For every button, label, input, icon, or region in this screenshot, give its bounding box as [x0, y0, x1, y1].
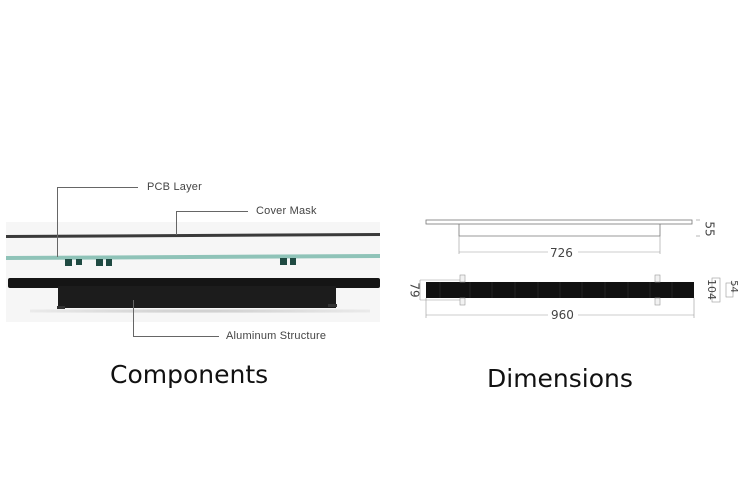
dim-height-small: 54	[727, 280, 739, 293]
pcb-chip	[290, 258, 296, 265]
aluminum-foot-right	[328, 304, 337, 307]
components-caption: Components	[110, 360, 269, 389]
aluminum-structure-label: Aluminum Structure	[226, 330, 327, 342]
dim-height-right: 104	[705, 279, 718, 300]
cover-mask-label: Cover Mask	[256, 205, 317, 217]
aluminum-shadow	[30, 309, 370, 313]
aluminum-body	[58, 286, 336, 308]
aluminum-callout-line-h	[133, 336, 219, 337]
cover-mask-callout-line-v	[176, 211, 177, 235]
aluminum-foot-left	[57, 306, 65, 309]
side-view-drawing	[419, 219, 734, 318]
pcb-chip	[106, 259, 112, 266]
cover-mask-callout-line-h	[176, 211, 248, 212]
dim-overall-length: 960	[551, 308, 574, 322]
dim-width-left: 79	[407, 282, 422, 298]
pcb-layer-label: PCB Layer	[147, 181, 202, 193]
pcb-chip	[65, 259, 72, 266]
pcb-callout-line-h	[57, 187, 138, 188]
aluminum-callout-line-v	[133, 300, 134, 337]
pcb-chip	[280, 258, 287, 265]
pcb-chip	[76, 259, 82, 265]
aluminum-top-bar	[8, 278, 380, 288]
dim-flange-height: 55	[702, 221, 717, 237]
pcb-chip	[96, 259, 103, 266]
dim-inner-length: 726	[550, 246, 573, 260]
dimensions-caption: Dimensions	[487, 364, 633, 393]
pcb-callout-line-v	[57, 187, 58, 257]
